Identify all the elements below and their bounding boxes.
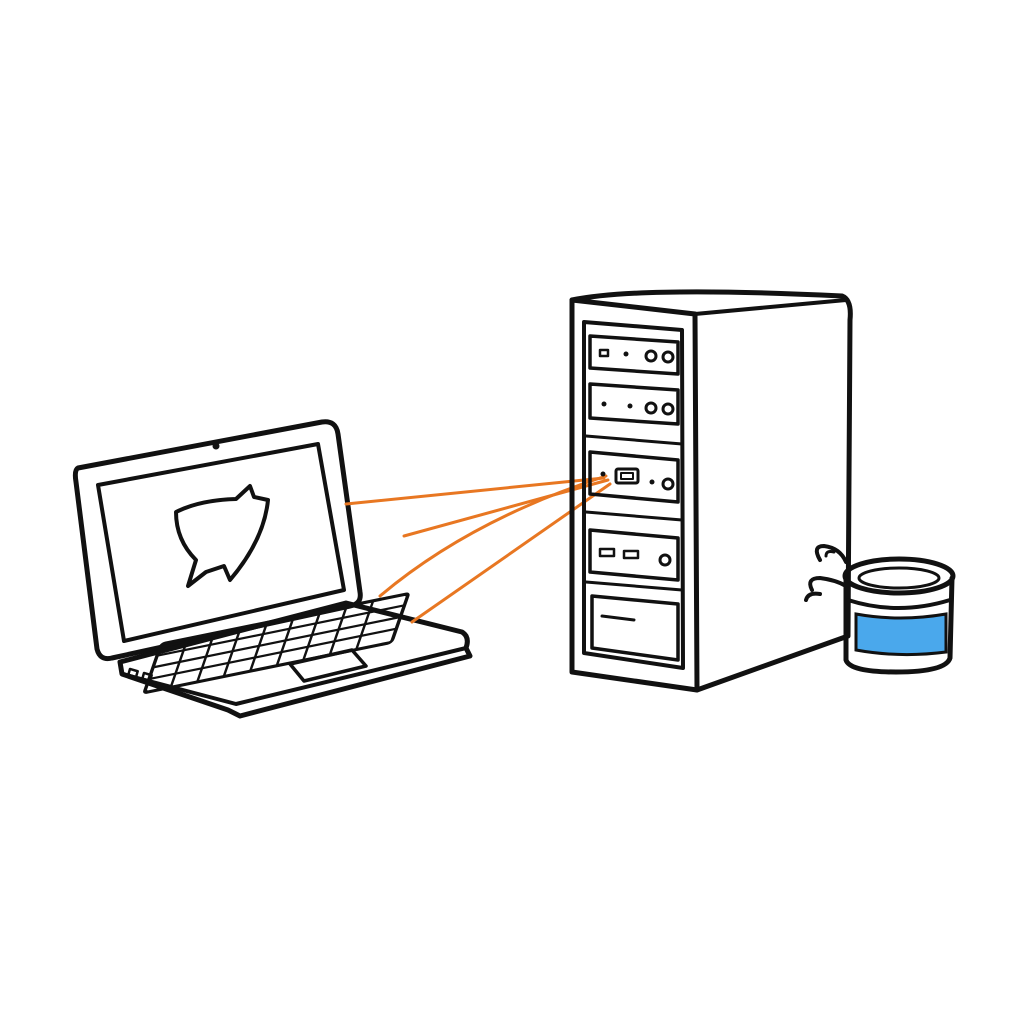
cable: [808, 576, 848, 592]
laptop-screen: [96, 442, 346, 643]
drive-bay-2: [588, 382, 680, 426]
server-bay-frame: [582, 320, 685, 670]
chat-bubble-icon: [174, 484, 270, 588]
usb-port-icon: [127, 667, 139, 679]
drum-top: [842, 556, 956, 596]
storage-drum-icon: [804, 544, 956, 675]
keyboard: [143, 592, 410, 694]
webcam-icon: [212, 442, 220, 450]
power-button-icon: [644, 349, 658, 363]
drum-body: [843, 575, 955, 675]
drive-bay-3: [588, 450, 680, 504]
storage-label: [854, 612, 948, 657]
laptop-base-edge: [120, 646, 468, 706]
network-port-icon: [614, 467, 640, 485]
server-side: [569, 289, 853, 693]
laptop-base: [117, 600, 473, 719]
connection-line: [410, 482, 612, 624]
drive-bay-1: [588, 334, 680, 376]
server-tower-icon: [569, 289, 853, 693]
drive-bay-5: [590, 594, 680, 662]
led-icon: [661, 350, 675, 364]
touchpad: [288, 648, 368, 683]
drive-bay-4: [588, 528, 680, 582]
laptop-icon: [72, 419, 473, 719]
cable: [814, 544, 848, 564]
connection-line: [344, 476, 606, 506]
